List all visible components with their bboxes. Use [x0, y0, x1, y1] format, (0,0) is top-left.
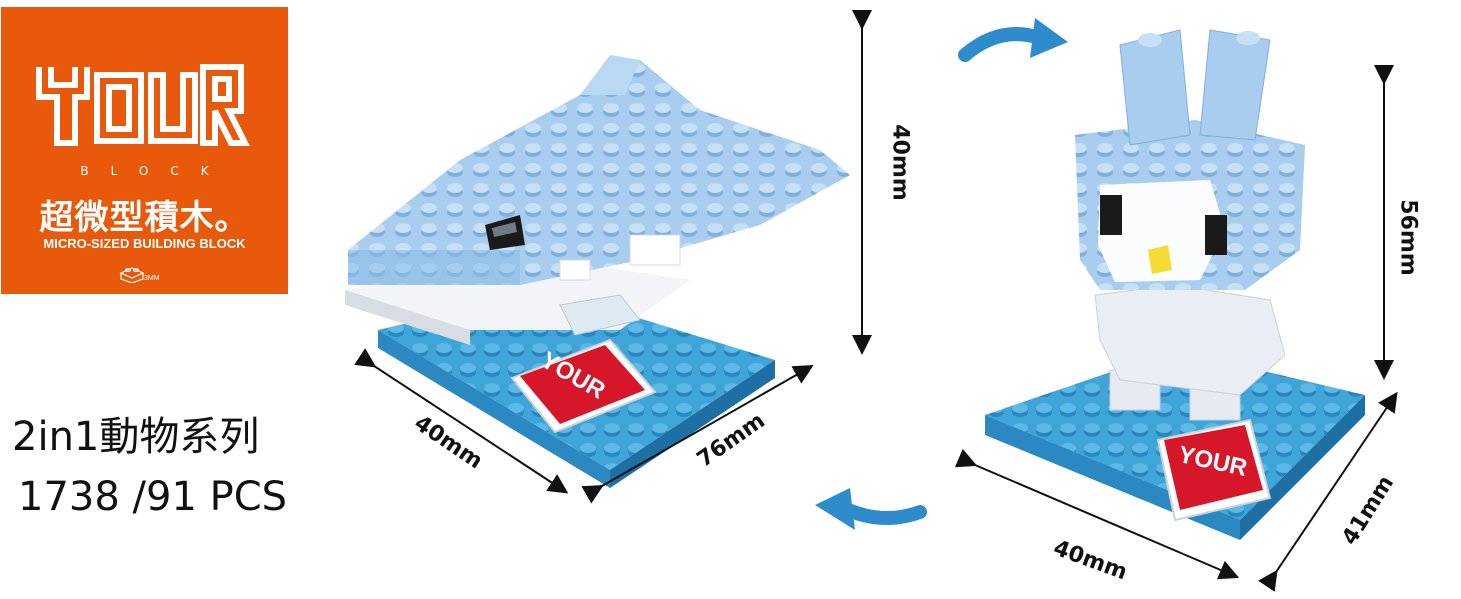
rotate-arrow-bottom-icon	[815, 488, 927, 530]
logo-english-title: MICRO-SIZED BUILDING BLOCK	[43, 236, 246, 251]
dimension-lines	[354, 10, 1398, 592]
logo-chinese-title: 超微型積木。	[39, 198, 250, 238]
bunny-height-label: 56mm	[1395, 199, 1421, 276]
series-title: 2in1動物系列	[12, 414, 260, 460]
dolphin-height-label: 40mm	[887, 124, 913, 201]
mini-brick-icon	[119, 267, 145, 283]
piece-count: 1738 /91 PCS	[18, 474, 288, 520]
your-logo-icon	[36, 64, 250, 146]
rotate-arrow-top-icon	[958, 18, 1068, 62]
brand-logo: BLOCK 超微型積木。 MICRO-SIZED BUILDING BLOCK …	[1, 7, 288, 294]
brick-size-label: 3MM	[144, 275, 160, 282]
logo-block-word: BLOCK	[80, 164, 231, 178]
